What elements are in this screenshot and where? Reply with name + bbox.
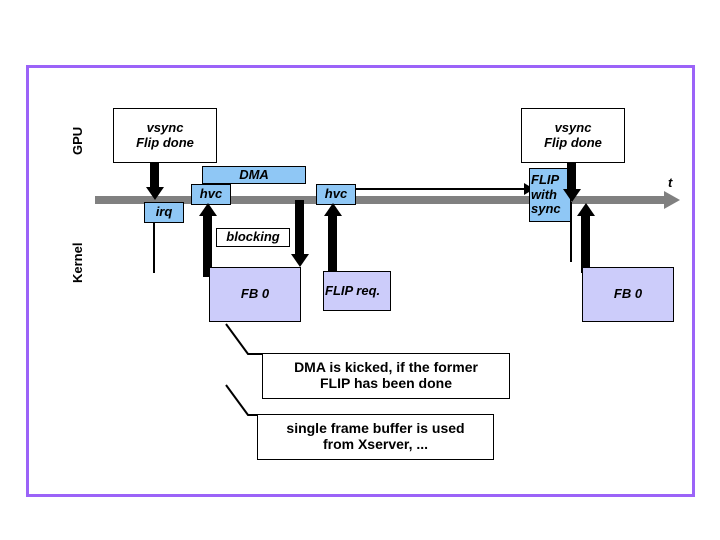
blocking-box: blocking [216,228,290,247]
annotation-fb-line1: single frame buffer is used [286,420,465,437]
flip-request-label: FLIP req. [325,282,381,298]
flip-request-box: FLIP req. [323,271,391,311]
fb0-box-left: FB 0 [209,267,301,322]
fb0-right-arrow-head [576,203,595,216]
flip-with-sync-line3: sync [531,201,561,217]
flip-with-sync-line2: with [531,186,557,202]
fb0-to-hvc-arrow-shaft [203,215,212,277]
blocking-label: blocking [226,229,280,245]
dma-box: DMA [202,166,306,184]
time-axis-bar [95,196,665,204]
vsync-flip-done-box-left: vsync Flip done [113,108,217,163]
time-axis-label: t [668,175,673,190]
vsync-to-irq-arrow-head [145,187,164,200]
annotation-fb-line2: from Xserver, ... [322,436,429,452]
flipreq-to-hvc-arrow-head [323,203,342,216]
fb0-to-hvc-arrow-head [198,203,217,216]
fb0-right-arrow-shaft [581,215,590,273]
annotation-dma-line1: DMA is kicked, if the former [294,359,478,376]
hvc-first-label: hvc [199,186,223,202]
annotation-dma-line2: FLIP has been done [320,375,452,391]
hvc-box-first: hvc [191,184,231,205]
annotation-box-dma: DMA is kicked, if the former FLIP has be… [262,353,510,399]
vsync-right-lifeline [570,202,572,262]
time-axis-arrowhead [664,191,680,209]
vsync-right-arrow-head [562,189,581,202]
fb0-right-label: FB 0 [613,286,643,302]
fb0-left-label: FB 0 [240,286,270,302]
annotation-box-framebuffer: single frame buffer is used from Xserver… [257,414,494,460]
flip-with-sync-line1: FLIP [531,172,560,188]
fb0-box-right: FB 0 [582,267,674,322]
vsync-right-line2: Flip done [544,134,602,150]
irq-lifeline [153,223,155,273]
vsync-right-line1: vsync [554,119,592,135]
vsync-to-irq-arrow-shaft [150,163,159,189]
hvc-second-label: hvc [324,186,348,202]
vsync-left-line2: Flip done [136,134,194,150]
dma-completion-arrow-head [290,254,309,267]
hvc-to-flip-arrow-shaft [356,188,526,190]
vsync-right-arrow-shaft [567,163,576,191]
flipreq-to-hvc-arrow-shaft [328,215,337,273]
dma-completion-arrow-shaft [295,200,304,256]
vsync-left-line1: vsync [146,119,184,135]
dma-label: DMA [239,166,269,182]
irq-box: irq [144,202,184,223]
irq-label: irq [155,204,173,220]
vsync-flip-done-box-right: vsync Flip done [521,108,625,163]
